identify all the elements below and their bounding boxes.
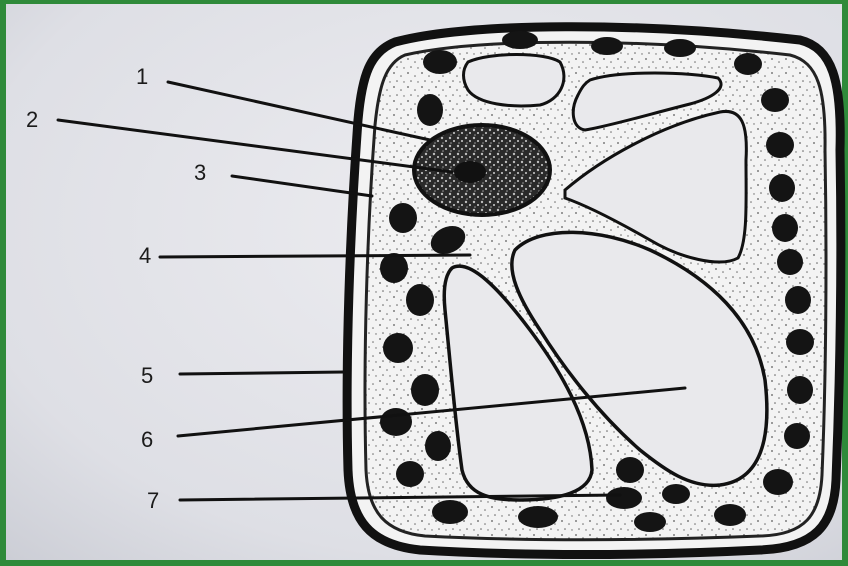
chloroplast bbox=[785, 286, 811, 314]
chloroplast bbox=[380, 253, 408, 283]
label-4: 4 bbox=[139, 243, 151, 268]
chloroplast bbox=[616, 457, 644, 483]
leader-line-5 bbox=[180, 372, 344, 374]
label-5: 5 bbox=[141, 363, 153, 388]
small-vacuole-top-left bbox=[464, 55, 564, 106]
chloroplast bbox=[396, 461, 424, 487]
chloroplast bbox=[423, 50, 457, 74]
label-7: 7 bbox=[147, 488, 159, 513]
chloroplast bbox=[734, 53, 762, 75]
label-1: 1 bbox=[136, 64, 148, 89]
chloroplast bbox=[769, 174, 795, 202]
chloroplast bbox=[777, 249, 803, 275]
chloroplast bbox=[425, 431, 451, 461]
chloroplast bbox=[664, 39, 696, 57]
chloroplast bbox=[380, 408, 412, 436]
chloroplast bbox=[518, 506, 558, 528]
chloroplast bbox=[406, 284, 434, 316]
chloroplast bbox=[786, 329, 814, 355]
chloroplast bbox=[502, 31, 538, 49]
chloroplast bbox=[383, 333, 413, 363]
chloroplast bbox=[432, 500, 468, 524]
chloroplast bbox=[606, 487, 642, 509]
label-3: 3 bbox=[194, 160, 206, 185]
chloroplast bbox=[763, 469, 793, 495]
nucleolus bbox=[454, 161, 486, 183]
chloroplast bbox=[662, 484, 690, 504]
leader-line-4 bbox=[160, 255, 470, 257]
chloroplast bbox=[784, 423, 810, 449]
chloroplast bbox=[634, 512, 666, 532]
chloroplast bbox=[787, 376, 813, 404]
label-2: 2 bbox=[26, 107, 38, 132]
chloroplast bbox=[772, 214, 798, 242]
chloroplast bbox=[591, 37, 623, 55]
chloroplast bbox=[389, 203, 417, 233]
chloroplast bbox=[714, 504, 746, 526]
chloroplast bbox=[417, 94, 443, 126]
chloroplast bbox=[761, 88, 789, 112]
label-6: 6 bbox=[141, 427, 153, 452]
chloroplast bbox=[411, 374, 439, 406]
chloroplast bbox=[766, 132, 794, 158]
